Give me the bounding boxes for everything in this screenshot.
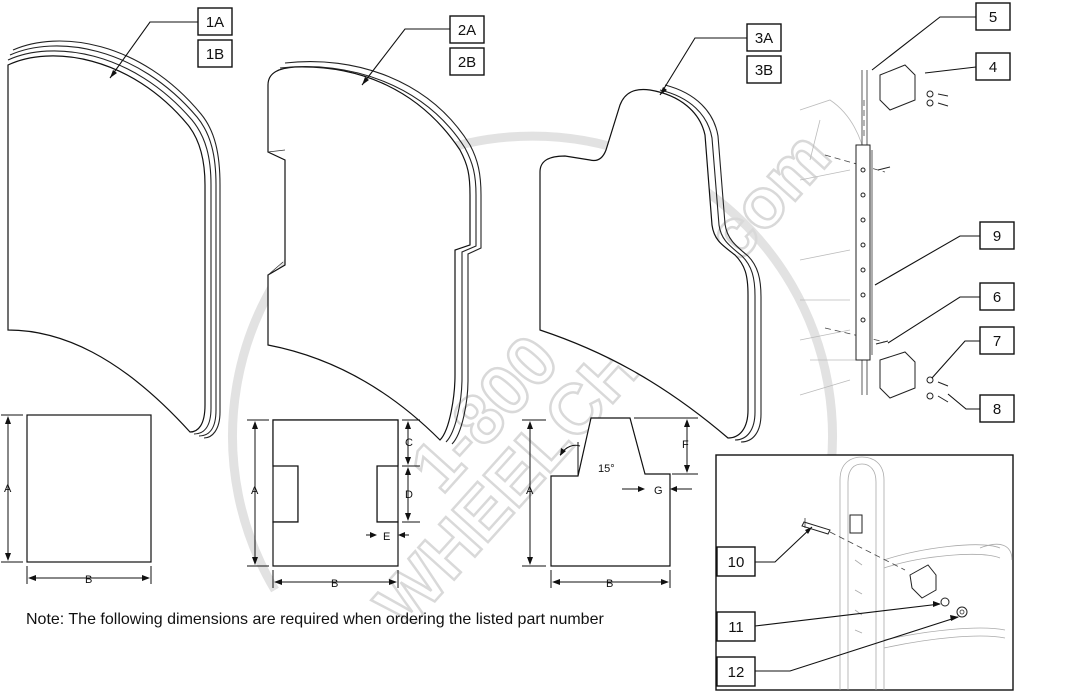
- dim2-label-e: E: [383, 531, 390, 543]
- dim3-label-angle: 15°: [598, 463, 615, 475]
- callout-8-label: 8: [993, 401, 1001, 418]
- dim3-label-f: F: [682, 439, 689, 451]
- callout-1A-label: 1A: [206, 14, 224, 31]
- ordering-note: Note: The following dimensions are requi…: [26, 611, 604, 628]
- dimension-drawing-3: A B F G 15°: [522, 417, 698, 590]
- callout-2A: 2A: [449, 15, 485, 44]
- callout-1B-label: 1B: [206, 46, 224, 63]
- callout-12: 12: [716, 656, 756, 687]
- callout-1A: 1A: [197, 7, 233, 36]
- callout-4: 4: [975, 52, 1011, 81]
- callout-5: 5: [975, 2, 1011, 31]
- callout-9-label: 9: [993, 228, 1001, 245]
- callout-2B-label: 2B: [458, 54, 476, 71]
- callout-10: 10: [716, 546, 756, 577]
- callout-11: 11: [716, 611, 756, 642]
- back-cushion-1: [7, 40, 221, 439]
- callout-7-label: 7: [993, 333, 1001, 350]
- callout-5-label: 5: [989, 9, 997, 26]
- callout-12-label: 12: [728, 664, 745, 681]
- dim2-label-b: B: [331, 578, 338, 590]
- callout-1B: 1B: [197, 39, 233, 68]
- inset-detail: [715, 454, 1014, 691]
- callout-6: 6: [979, 282, 1015, 311]
- callout-3B: 3B: [746, 55, 782, 84]
- dim1-label-b: B: [85, 574, 92, 586]
- callout-11-label: 11: [728, 619, 744, 636]
- dim1-label-a: A: [4, 483, 12, 495]
- dimension-drawing-2: A B C D E: [247, 419, 420, 590]
- callout-2B: 2B: [449, 47, 485, 76]
- callout-9: 9: [979, 221, 1015, 250]
- dim3-label-a: A: [526, 485, 534, 497]
- callout-3A-label: 3A: [755, 30, 773, 47]
- dim2-label-d: D: [405, 489, 413, 501]
- callout-8: 8: [979, 394, 1015, 423]
- callout-3A: 3A: [746, 23, 782, 52]
- back-cushion-3: [539, 84, 762, 443]
- dimension-drawing-1: A B: [1, 414, 152, 586]
- dim2-label-c: C: [405, 437, 413, 449]
- dim2-label-a: A: [251, 485, 259, 497]
- mounting-hardware: [799, 64, 949, 403]
- callout-2A-label: 2A: [458, 22, 476, 39]
- callout-7: 7: [979, 326, 1015, 355]
- callout-3B-label: 3B: [755, 62, 773, 79]
- callout-6-label: 6: [993, 289, 1001, 306]
- callout-4-label: 4: [989, 59, 997, 76]
- dim3-label-g: G: [654, 485, 663, 497]
- back-cushion-2: [267, 61, 482, 445]
- dim3-label-b: B: [606, 578, 613, 590]
- callout-10-label: 10: [728, 554, 745, 571]
